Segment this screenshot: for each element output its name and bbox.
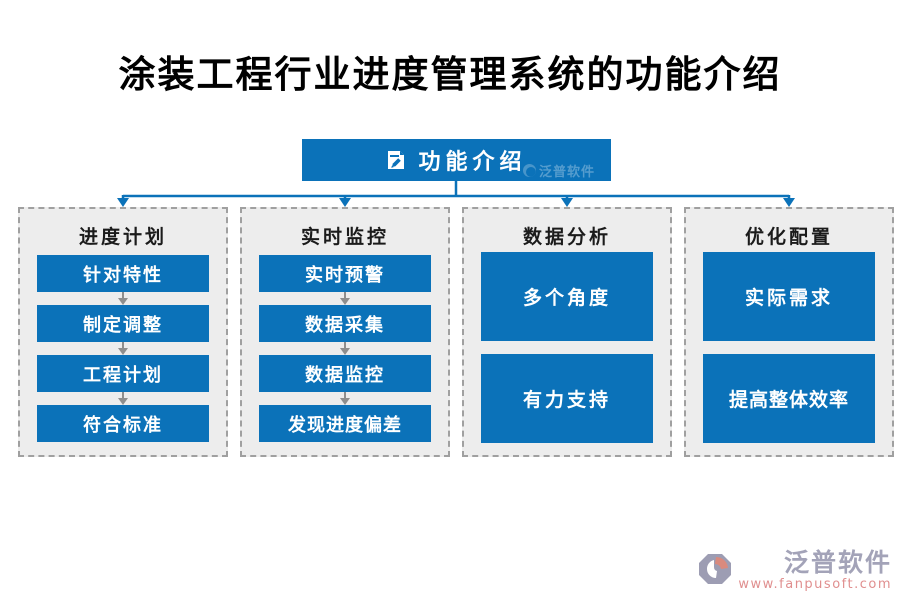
root-node-function-intro: 功能介绍 泛普软件 xyxy=(302,139,611,181)
step-box: 发现进度偏差 xyxy=(259,405,431,442)
root-node-label: 功能介绍 xyxy=(418,149,527,175)
block-box: 多个角度 xyxy=(481,252,653,341)
down-arrow-icon xyxy=(338,292,352,305)
down-arrow-icon xyxy=(116,342,130,355)
column-realtime-monitoring: 实时监控 实时预警 数据采集 数据监控 发现进度偏差 xyxy=(240,207,450,457)
block-box: 有力支持 xyxy=(481,354,653,443)
column-optimized-config: 优化配置 实际需求 提高整体效率 xyxy=(684,207,894,457)
down-arrow-icon xyxy=(116,392,130,405)
page-title: 涂装工程行业进度管理系统的功能介绍 xyxy=(118,52,782,96)
block-box: 实际需求 xyxy=(703,252,875,341)
step-box: 工程计划 xyxy=(37,355,209,392)
down-arrow-icon xyxy=(338,392,352,405)
step-box: 针对特性 xyxy=(37,255,209,292)
document-edit-icon xyxy=(386,150,406,170)
brand-logo: 泛普软件 www.fanpusoft.com xyxy=(698,547,892,592)
column-header: 数据分析 xyxy=(522,226,611,248)
column-data-analysis: 数据分析 多个角度 有力支持 xyxy=(462,207,672,457)
brand-name: 泛普软件 xyxy=(783,547,892,577)
step-box: 实时预警 xyxy=(259,255,431,292)
block-box: 提高整体效率 xyxy=(703,354,875,443)
column-progress-plan: 进度计划 针对特性 制定调整 工程计划 符合标准 xyxy=(18,207,228,457)
watermark: 泛普软件 xyxy=(522,161,595,180)
step-box: 数据采集 xyxy=(259,305,431,342)
fanpu-swirl-logo-icon xyxy=(698,551,734,587)
down-arrow-icon xyxy=(116,292,130,305)
watermark-text: 泛普软件 xyxy=(538,165,595,180)
column-header: 进度计划 xyxy=(78,226,167,248)
brand-url: www.fanpusoft.com xyxy=(738,577,892,592)
step-box: 数据监控 xyxy=(259,355,431,392)
column-header: 优化配置 xyxy=(744,226,833,248)
step-box: 制定调整 xyxy=(37,305,209,342)
column-header: 实时监控 xyxy=(300,226,389,248)
step-box: 符合标准 xyxy=(37,405,209,442)
down-arrow-icon xyxy=(338,342,352,355)
